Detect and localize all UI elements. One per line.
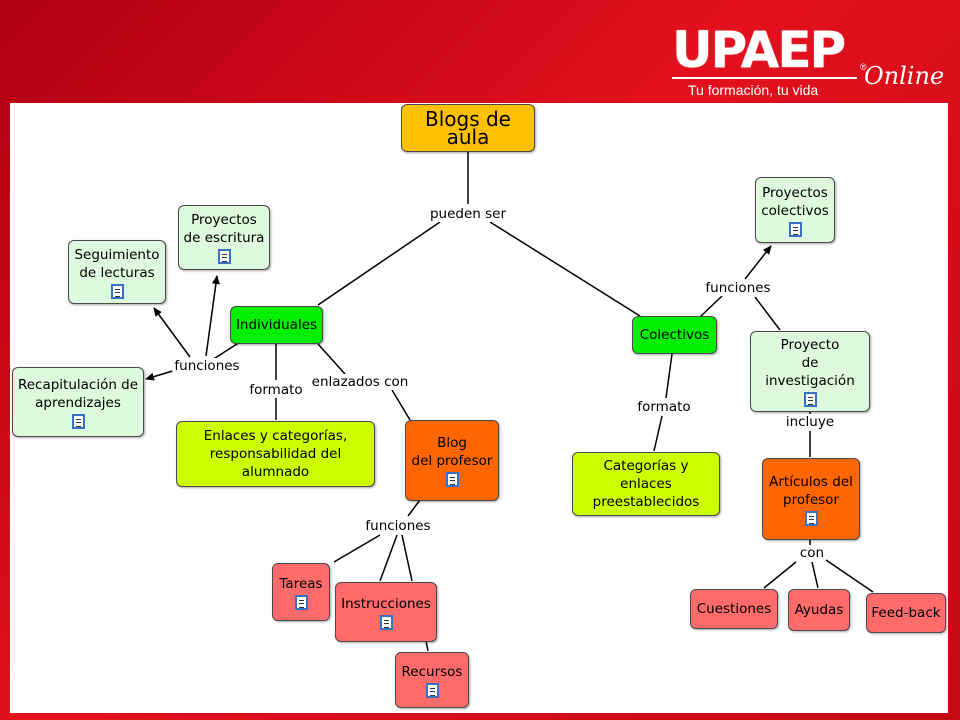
edge-formato-categorias (653, 415, 663, 452)
edge-colectivos-formato (665, 353, 673, 399)
node-proyectos-escritura[interactable]: Proyectos de escritura (178, 205, 270, 270)
link-formato-right: formato (635, 399, 693, 415)
logo-underline (672, 77, 857, 79)
node-label: Individuales (235, 317, 318, 333)
edge-funciones-proyectos (205, 275, 220, 357)
edge-con-cuestiones (763, 561, 797, 589)
edge-funciones-investigacion (754, 296, 781, 331)
edge-funciones-instrucciones1 (379, 534, 398, 582)
node-colectivos[interactable]: Colectivos (632, 316, 717, 354)
node-instrucciones[interactable]: Instrucciones (335, 582, 437, 642)
document-icon[interactable] (803, 392, 817, 407)
link-formato-left: formato (247, 382, 305, 398)
document-icon[interactable] (804, 510, 818, 526)
node-categorias-enlaces[interactable]: Categorías y enlaces preestablecidos (572, 452, 720, 516)
document-icon[interactable] (379, 614, 393, 630)
node-feedback[interactable]: Feed-back (866, 593, 946, 633)
node-enlaces-categorias[interactable]: Enlaces y categorías, responsabilidad de… (176, 421, 375, 487)
upaep-online-logo: UPAEP ® Online Tu formación, tu vida (672, 21, 945, 102)
document-icon[interactable] (217, 249, 231, 264)
edge-funciones-tareas (333, 534, 381, 563)
node-proyecto-investigacion[interactable]: Proyecto de investigación (750, 331, 870, 412)
document-icon[interactable] (71, 413, 85, 429)
node-label: Seguimiento de lecturas (74, 246, 160, 281)
link-funciones-left: funciones (172, 358, 242, 374)
node-label: Tareas (279, 575, 323, 592)
node-label: Blogs de aula (425, 107, 511, 149)
node-articulos-profesor[interactable]: Artículos del profesor (762, 458, 860, 540)
node-label: Enlaces y categorías, responsabilidad de… (203, 428, 348, 480)
node-label: Proyectos colectivos (761, 184, 829, 219)
node-label: Ayudas (794, 602, 844, 618)
node-label: Instrucciones (341, 595, 431, 612)
node-label: Feed-back (871, 605, 941, 621)
edge-colectivos-funciones (699, 295, 723, 318)
node-label: Categorías y enlaces preestablecidos (592, 458, 700, 510)
node-label: Blog del profesor (411, 435, 493, 469)
edge-funciones-proyectos-colectivos (744, 245, 772, 280)
node-label: Artículos del profesor (769, 473, 853, 508)
node-blog-profesor[interactable]: Blog del profesor (405, 420, 499, 501)
document-icon[interactable] (110, 283, 124, 299)
node-recapitulacion[interactable]: Recapitulación de aprendizajes (12, 367, 144, 437)
edge-funciones-seguimiento (153, 307, 191, 358)
node-blogs-de-aula[interactable]: Blogs de aula (401, 104, 535, 152)
node-cuestiones[interactable]: Cuestiones (690, 589, 778, 629)
link-incluye: incluye (783, 414, 837, 430)
logo-registered-mark: ® (860, 62, 867, 72)
document-icon[interactable] (445, 472, 459, 487)
node-proyectos-colectivos[interactable]: Proyectos colectivos (755, 177, 835, 243)
edge-con-ayudas (811, 561, 819, 589)
node-recursos[interactable]: Recursos (395, 652, 469, 708)
node-label: Recapitulación de aprendizajes (17, 376, 139, 411)
node-seguimiento-lecturas[interactable]: Seguimiento de lecturas (68, 240, 166, 304)
node-label: Cuestiones (696, 601, 772, 617)
node-label: Recursos (401, 663, 463, 680)
node-individuales[interactable]: Individuales (230, 306, 323, 344)
node-ayudas[interactable]: Ayudas (788, 589, 850, 631)
link-pueden-ser: pueden ser (427, 206, 509, 222)
logo-tagline: Tu formación, tu vida (688, 82, 819, 98)
node-tareas[interactable]: Tareas (272, 563, 330, 621)
node-label: Proyecto de investigación (765, 337, 855, 389)
edge-individuales-enlazados (317, 343, 346, 375)
edge-enlazados-blog (391, 389, 411, 421)
edge-funciones-recapitulacion (145, 369, 177, 381)
logo-wordmark: UPAEP (672, 21, 846, 79)
link-funciones-right: funciones (703, 280, 773, 296)
edge-individuales-funciones (211, 341, 241, 361)
edge-funciones-instrucciones2 (401, 534, 413, 582)
document-icon[interactable] (294, 594, 308, 610)
logo-online: Online (864, 62, 945, 90)
link-funciones-blog: funciones (363, 518, 433, 534)
node-label: Colectivos (639, 327, 710, 343)
node-label: Proyectos de escritura (183, 212, 265, 246)
edge-blog-funciones (407, 499, 421, 517)
edge-pueden-individuales (317, 221, 441, 306)
edge-con-feedback (825, 559, 874, 593)
link-con: con (797, 545, 827, 561)
document-icon[interactable] (788, 221, 802, 237)
edge-pueden-colectivos (489, 221, 641, 317)
document-icon[interactable] (425, 682, 439, 698)
link-enlazados-con: enlazados con (309, 374, 411, 390)
